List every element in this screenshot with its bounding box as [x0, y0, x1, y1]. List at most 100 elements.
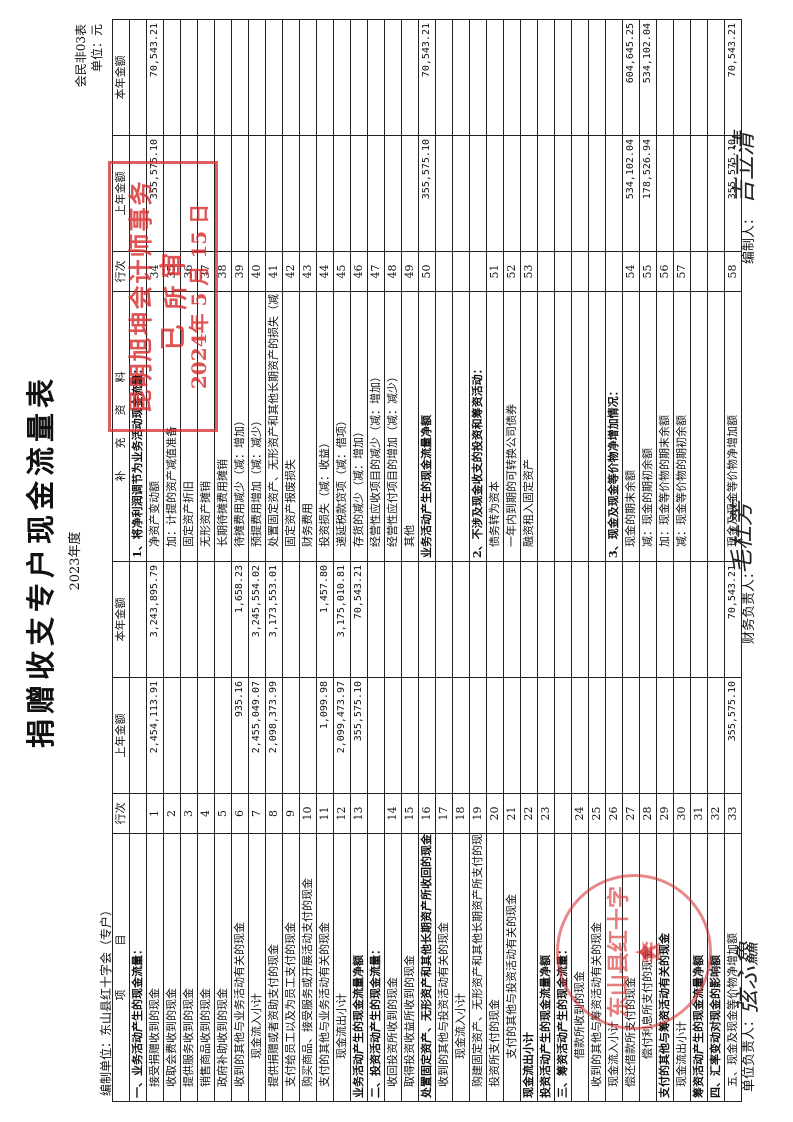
left-prev: 355,575.10	[350, 677, 368, 794]
right-prev	[554, 135, 572, 252]
right-line: 57	[673, 251, 691, 292]
organization-label: 编制单位：	[99, 1035, 113, 1096]
right-line: 48	[384, 251, 402, 292]
left-prev	[639, 677, 657, 794]
left-line: 17	[435, 793, 453, 834]
right-line: 53	[520, 251, 538, 292]
left-curr: 70,543.21	[350, 561, 368, 678]
right-item: 投资损失（减：收益）	[316, 291, 334, 562]
form-code: 会民非03表	[74, 24, 88, 88]
right-curr	[197, 19, 215, 136]
preparer-signature: 吉立清	[730, 132, 758, 204]
report-year: 2023年度	[68, 531, 83, 591]
right-curr	[452, 19, 470, 136]
right-prev	[520, 135, 538, 252]
left-item: 处置固定资产、无形资产和其他长期资产所收回的现金净额	[418, 833, 436, 1102]
right-line: 52	[503, 251, 521, 292]
organization-name: 东山县红十字会（专户）	[99, 903, 113, 1036]
left-curr	[537, 561, 555, 678]
left-line	[367, 793, 385, 834]
right-curr: 70,543.21	[724, 19, 742, 136]
left-prev: 2,454,113.91	[146, 677, 164, 794]
left-line: 29	[656, 793, 674, 834]
right-curr	[588, 19, 606, 136]
right-line: 42	[282, 251, 300, 292]
left-item: 收取会费收到的现金	[163, 833, 181, 1102]
right-item: 存货的减少（减：增加）	[350, 291, 368, 562]
left-prev	[197, 677, 215, 794]
right-item: 递延税款贷项（减：借项）	[333, 291, 351, 562]
left-curr	[707, 561, 725, 678]
right-curr: 534,102.04	[639, 19, 657, 136]
right-curr	[503, 19, 521, 136]
left-line: 16	[418, 793, 436, 834]
right-item: 一年内到期的可转换公司债券	[503, 291, 521, 562]
right-prev	[367, 135, 385, 252]
left-line: 11	[316, 793, 334, 834]
left-item: 支付给员工以及为员工支付的现金	[282, 833, 300, 1102]
left-curr	[486, 561, 504, 678]
right-item: 2、不涉及现金收支的投资和筹资活动：	[469, 291, 487, 562]
right-line: 56	[656, 251, 674, 292]
right-prev	[231, 135, 249, 252]
left-prev	[622, 677, 640, 794]
right-curr	[265, 19, 283, 136]
left-line: 12	[333, 793, 351, 834]
left-line: 7	[248, 793, 266, 834]
seal-star-icon: ★	[629, 939, 662, 965]
right-prev	[503, 135, 521, 252]
left-line: 14	[384, 793, 402, 834]
left-item: 政府补助收到的现金	[214, 833, 232, 1102]
right-item: 融资租入固定资产	[520, 291, 538, 562]
right-item	[537, 291, 555, 562]
header-curr: 本年金额	[112, 561, 130, 678]
left-line: 25	[588, 793, 606, 834]
left-prev	[554, 677, 572, 794]
header-item: 项 目	[112, 833, 130, 1102]
left-line: 6	[231, 793, 249, 834]
left-curr	[656, 561, 674, 678]
right-prev	[333, 135, 351, 252]
right-prev	[605, 135, 623, 252]
right-prev	[571, 135, 589, 252]
left-prev: 355,575.10	[724, 677, 742, 794]
right-line: 51	[486, 251, 504, 292]
left-prev	[452, 677, 470, 794]
right-line	[469, 251, 487, 292]
left-prev: 2,099,473.97	[333, 677, 351, 794]
preparer-label: 编制人：	[742, 211, 757, 264]
left-line: 4	[197, 793, 215, 834]
right-curr	[486, 19, 504, 136]
right-line	[605, 251, 623, 292]
left-item: 接受捐赠收到的现金	[146, 833, 164, 1102]
left-curr	[384, 561, 402, 678]
left-line: 21	[503, 793, 521, 834]
left-item: 提供捐赠或者资助支付的现金	[265, 833, 283, 1102]
right-curr	[180, 19, 198, 136]
right-prev	[350, 135, 368, 252]
audit-stamp: 昆明旭坤会计师事务所 已 审 2024年 5 月 15 日	[108, 161, 218, 432]
left-item: 购建固定资产、无形资产和其他长期资产所支付的现金	[469, 833, 487, 1102]
left-item: 现金流出小计	[333, 833, 351, 1102]
left-curr	[367, 561, 385, 678]
left-line	[554, 793, 572, 834]
left-prev: 1,099.98	[316, 677, 334, 794]
right-curr	[282, 19, 300, 136]
left-prev	[401, 677, 419, 794]
right-item	[588, 291, 606, 562]
left-line: 20	[486, 793, 504, 834]
left-line: 22	[520, 793, 538, 834]
right-line	[452, 251, 470, 292]
left-line: 9	[282, 793, 300, 834]
right-prev	[435, 135, 453, 252]
left-line: 19	[469, 793, 487, 834]
left-prev	[469, 677, 487, 794]
left-prev: 935.16	[231, 677, 249, 794]
left-line: 13	[350, 793, 368, 834]
